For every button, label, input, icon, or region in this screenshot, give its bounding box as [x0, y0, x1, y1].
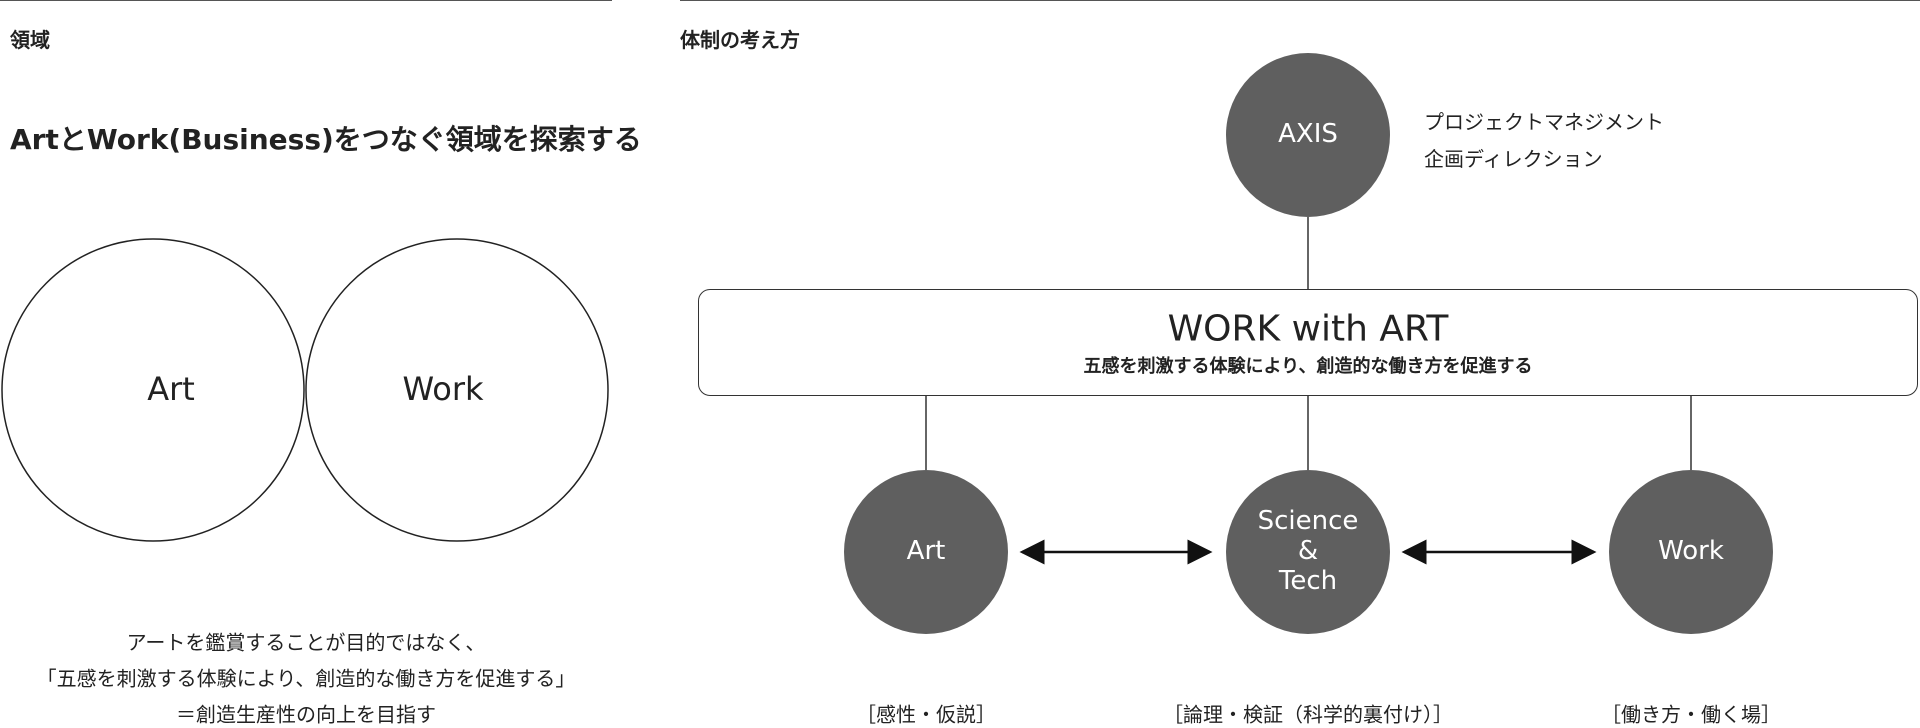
- node-art: Art: [844, 470, 1008, 634]
- node-work-caption: ［働き方・働く場］: [1601, 702, 1781, 727]
- work-with-art-box: [698, 289, 1918, 396]
- node-work-label: Work: [1658, 536, 1724, 567]
- right-section-title: 体制の考え方: [680, 28, 800, 52]
- left-section-title: 領域: [10, 28, 50, 52]
- right-top-rule: [680, 0, 1920, 1]
- box-title: WORK with ART: [1167, 308, 1449, 350]
- axis-role-2: 企画ディレクション: [1424, 147, 1603, 171]
- node-art-caption: ［感性・仮説］: [856, 702, 996, 727]
- left-heading: ArtとWork(Business)をつなぐ領域を探索する: [10, 123, 642, 156]
- venn-circle-work: [305, 238, 609, 542]
- node-work: Work: [1609, 470, 1773, 634]
- box-subtitle: 五感を刺激する体験により、創造的な働き方を促進する: [1083, 356, 1533, 377]
- node-axis: AXIS: [1226, 53, 1390, 217]
- caption-line-2: 「五感を刺激する体験により、創造的な働き方を促進する」: [36, 666, 576, 691]
- caption-line-3: ＝創造生産性の向上を目指す: [176, 702, 436, 727]
- venn-circle-art: [1, 238, 305, 542]
- venn-label-art: Art: [147, 370, 195, 408]
- axis-role-1: プロジェクトマネジメント: [1424, 110, 1664, 134]
- node-axis-label: AXIS: [1278, 119, 1338, 150]
- node-science-label-3: Tech: [1278, 565, 1338, 596]
- venn-label-work: Work: [402, 370, 484, 408]
- left-top-rule: [0, 0, 612, 1]
- node-art-label: Art: [906, 536, 946, 567]
- node-science-label-1: Science: [1257, 506, 1359, 537]
- node-science-tech: Science & Tech: [1226, 470, 1390, 634]
- node-science-caption: ［論理・検証（科学的裏付け）］: [1163, 702, 1453, 727]
- node-science-label-2: &: [1297, 536, 1319, 567]
- caption-line-1: アートを鑑賞することが目的ではなく、: [126, 630, 486, 655]
